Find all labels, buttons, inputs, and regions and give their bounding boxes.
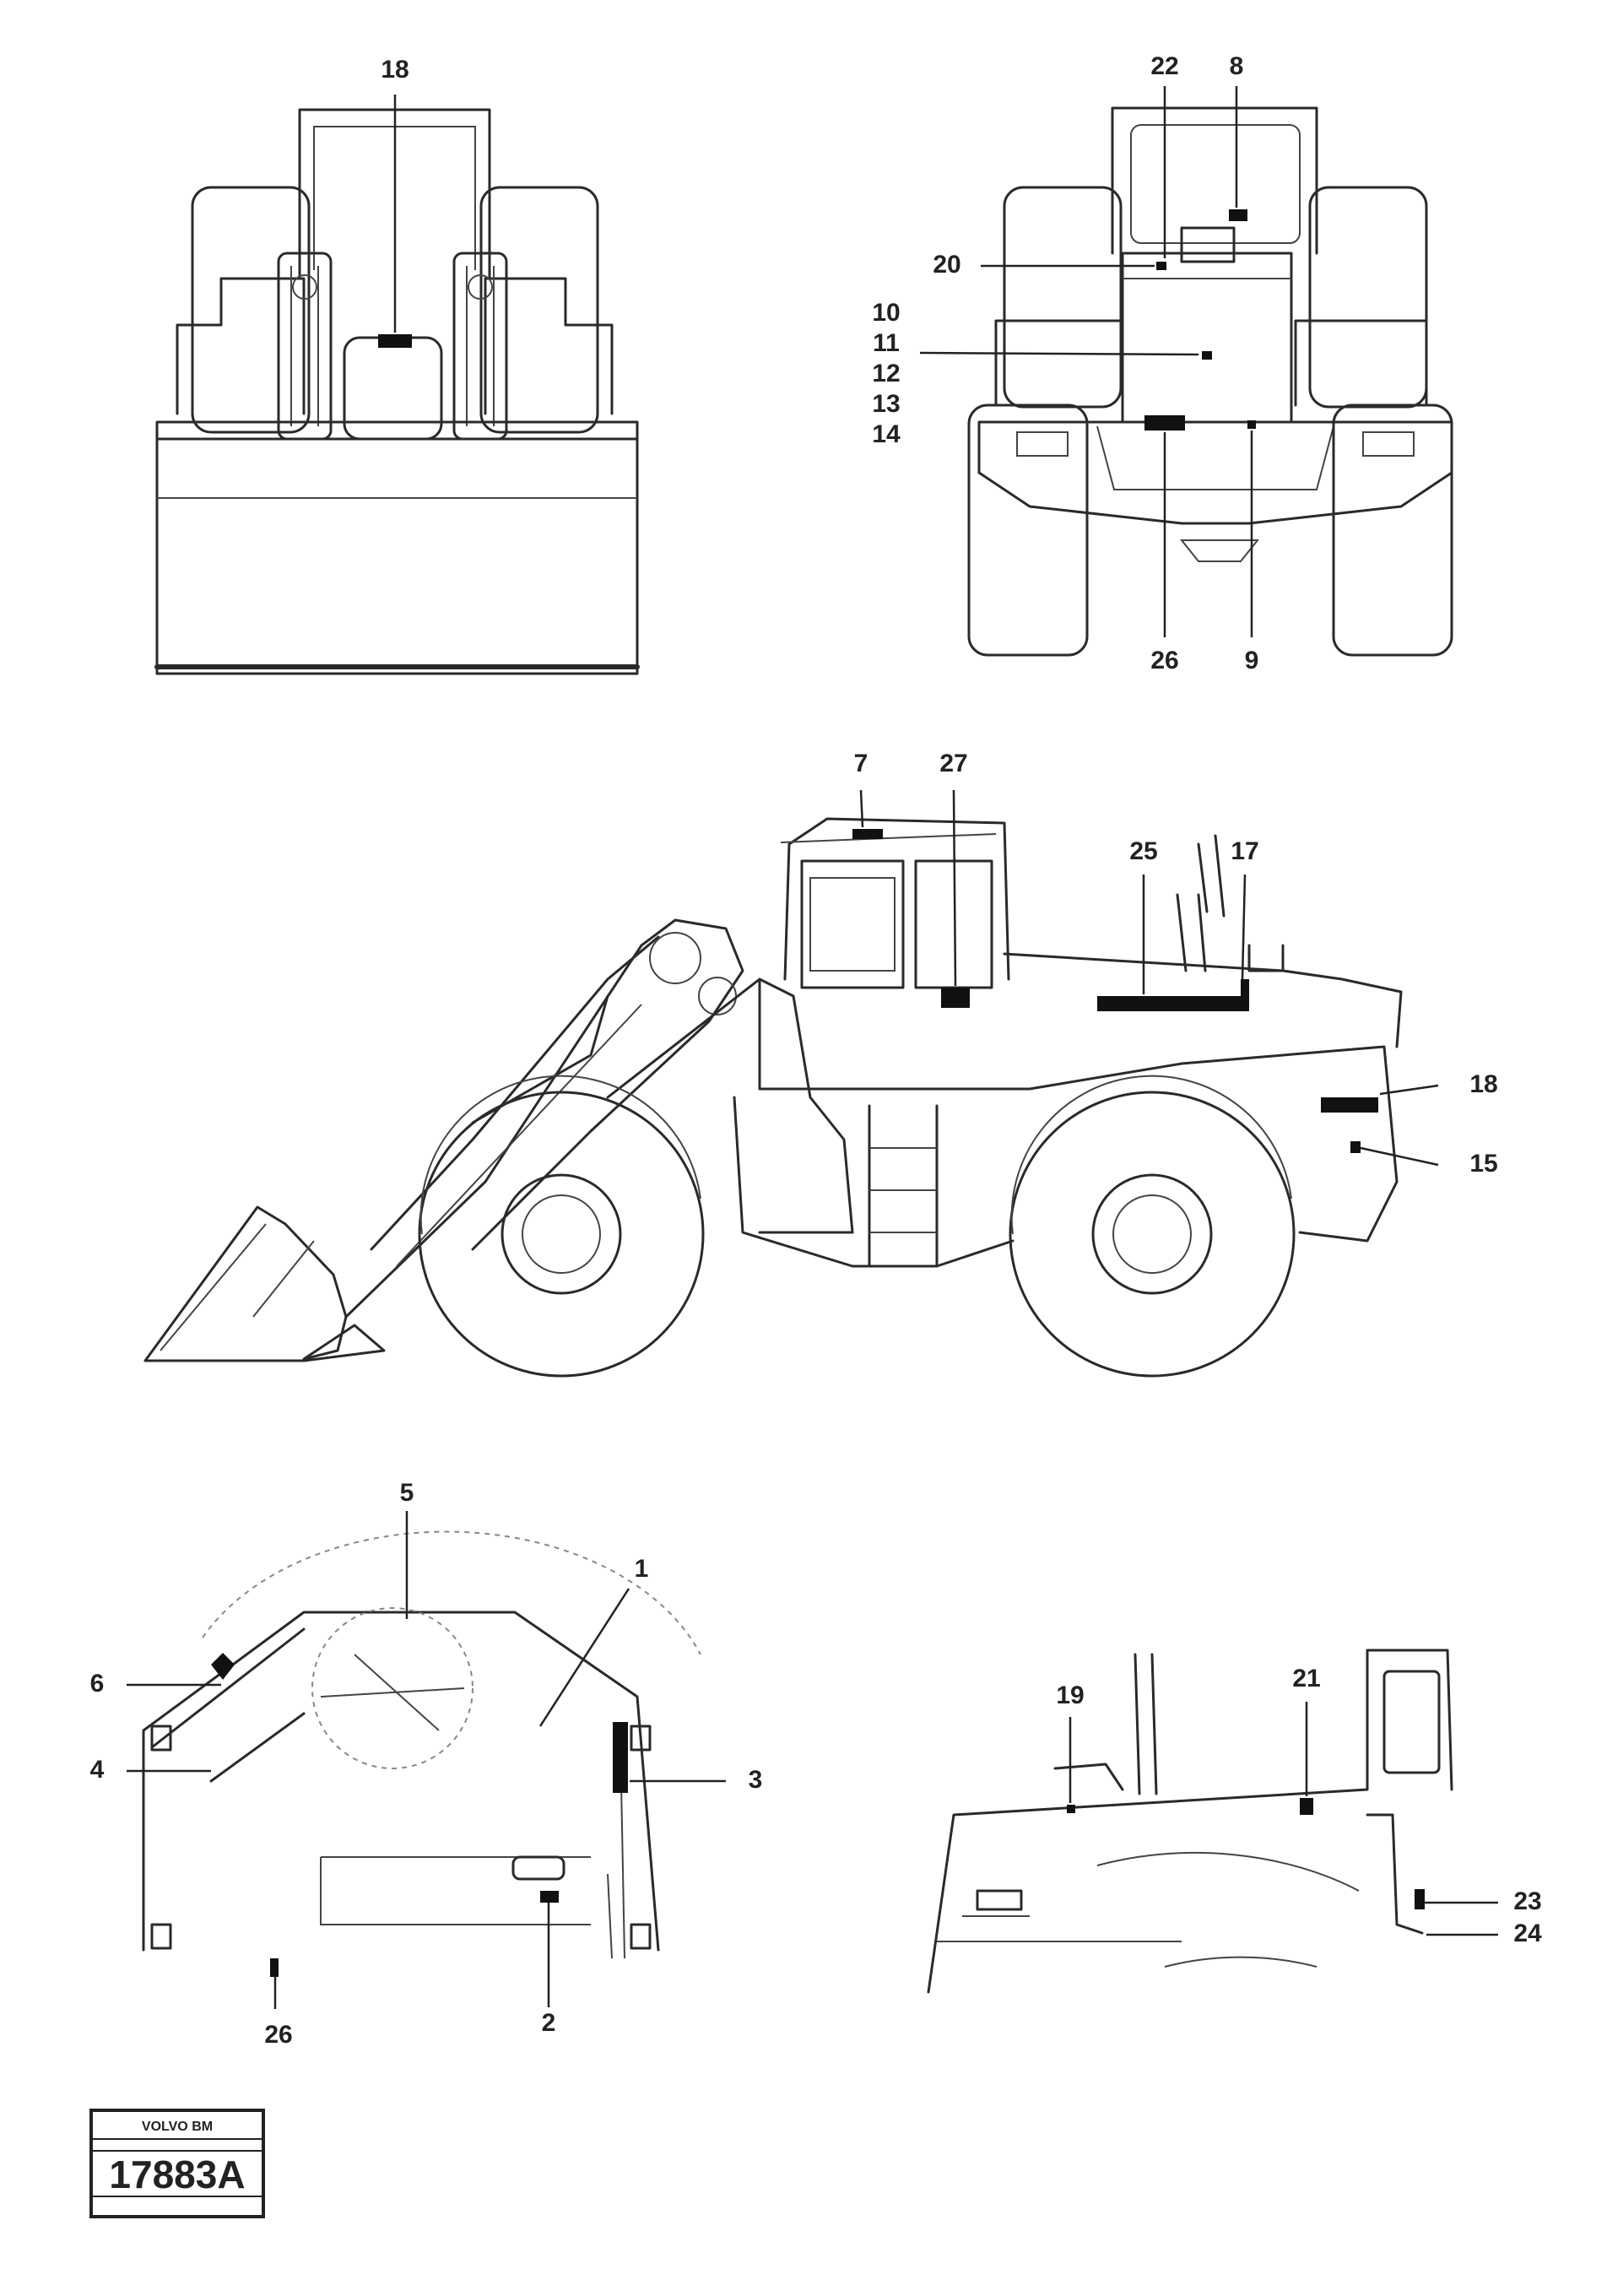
callout-15: 15	[1469, 1150, 1497, 1178]
callout-25: 25	[1129, 837, 1157, 865]
rear-quarter-view: 19 21 23 24	[927, 1649, 1542, 1994]
callout-27: 27	[939, 750, 967, 777]
callout-19: 19	[1056, 1681, 1084, 1709]
callout-7: 7	[854, 750, 868, 777]
stamp-brand: VOLVO BM	[142, 2120, 213, 2134]
callout-4: 4	[90, 1756, 105, 1784]
callout-1: 1	[635, 1555, 649, 1583]
callout-3: 3	[749, 1766, 763, 1794]
callout-2: 2	[542, 2009, 556, 2037]
callout-18-front: 18	[381, 56, 409, 84]
callout-8: 8	[1230, 52, 1244, 80]
callout-23: 23	[1513, 1887, 1541, 1915]
callout-21: 21	[1292, 1665, 1320, 1692]
callout-10: 10	[872, 299, 900, 327]
side-view: 7 27 25 17 18 15	[143, 750, 1498, 1378]
callout-6: 6	[90, 1670, 105, 1698]
rear-view: 22 8 20 10 11 12 13 14 26 9	[872, 52, 1453, 674]
callout-9: 9	[1245, 647, 1259, 674]
callout-14: 14	[872, 420, 901, 448]
callout-5: 5	[400, 1479, 414, 1507]
callout-26-cab: 26	[264, 2021, 292, 2049]
callout-13: 13	[872, 390, 900, 418]
front-view: 18	[154, 56, 640, 675]
callout-22: 22	[1150, 52, 1178, 80]
stamp-number: 17883A	[109, 2152, 245, 2196]
callout-24: 24	[1513, 1920, 1542, 1947]
drawing-number-stamp: VOLVO BM 17883A	[89, 2109, 265, 2218]
callout-18-side: 18	[1469, 1070, 1497, 1098]
callout-12: 12	[872, 360, 900, 387]
callout-17: 17	[1231, 837, 1258, 865]
callout-20: 20	[933, 251, 960, 279]
callout-26-rear: 26	[1150, 647, 1178, 674]
cab-interior-view: 5 1 6 4 3 2 26	[90, 1479, 763, 2049]
callout-11: 11	[873, 329, 900, 357]
